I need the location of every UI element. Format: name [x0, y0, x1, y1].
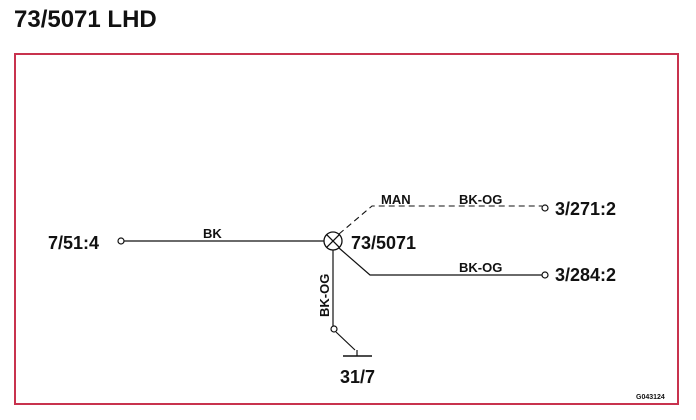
ground-terminal-label: 31/7: [340, 367, 375, 387]
diagram-frame: [14, 53, 679, 405]
terminal-upper-label: 3/271:2: [555, 199, 616, 219]
center-component-label: 73/5071: [351, 233, 416, 253]
ground-lead: [335, 331, 356, 351]
upper-wire-label: BK-OG: [459, 192, 502, 207]
lower-wire-label: BK-OG: [459, 260, 502, 275]
page-title: 73/5071 LHD: [14, 6, 157, 33]
upper-branch-label: MAN: [381, 192, 411, 207]
terminal-lower-label: 3/284:2: [555, 265, 616, 285]
drawing-code: G043124: [636, 394, 665, 401]
wire-left-label: BK: [203, 226, 222, 241]
terminal-left-label: 7/51:4: [48, 233, 99, 253]
wire-lower: [338, 247, 542, 276]
wire-upper-dashed: [338, 205, 542, 235]
terminal-upper-dot: [541, 204, 549, 212]
ground-wire-label: BK-OG: [317, 274, 332, 317]
terminal-lower-dot: [541, 271, 549, 279]
connector-symbol: [323, 231, 343, 251]
terminal-ground-dot: [330, 325, 338, 333]
terminal-left-dot: [117, 237, 125, 245]
